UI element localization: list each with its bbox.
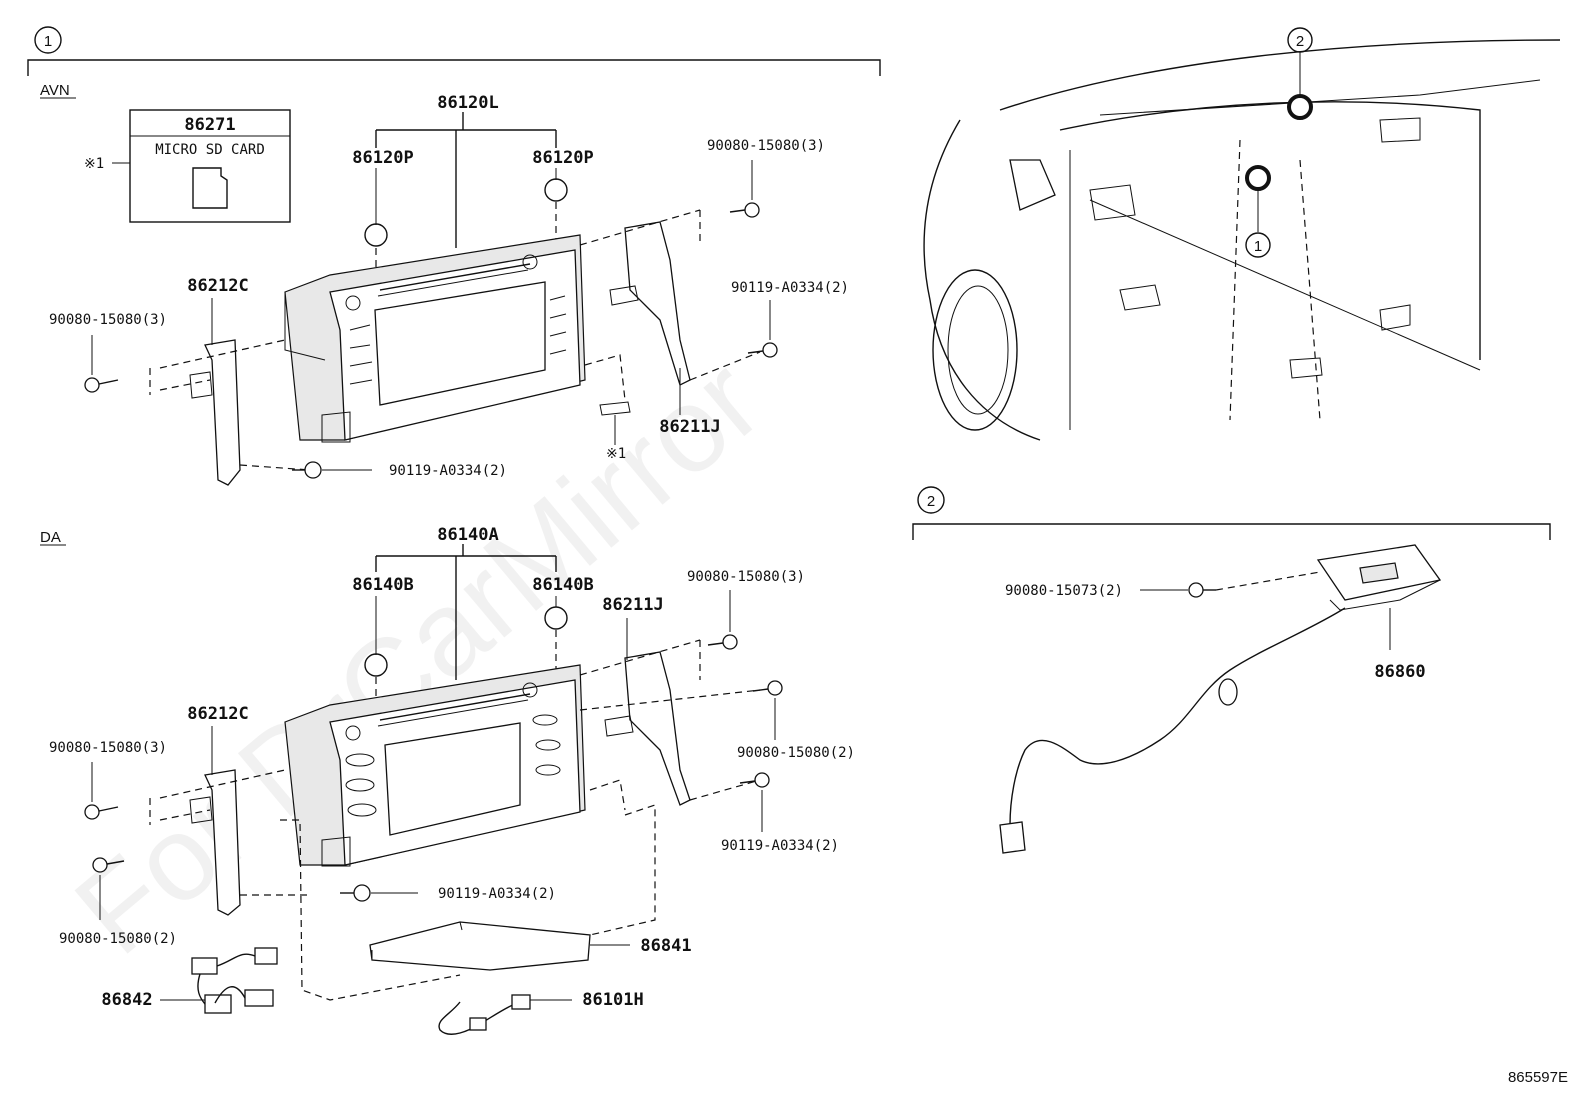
da-screw-right-2: 90119-A0334(2) <box>721 838 839 854</box>
screw-icon <box>84 377 119 393</box>
da-harness-label: 86842 <box>101 990 152 1010</box>
avn-screw-top-right: 90080-15080(3) <box>707 138 825 154</box>
da-bracket-left-label: 86212C <box>187 704 248 724</box>
da-screen <box>384 722 521 836</box>
da-screw-bottom-mid: 90119-A0334(2) <box>438 886 556 902</box>
da-screw-top-right: 90080-15080(3) <box>687 569 805 585</box>
screw-icon <box>92 857 125 873</box>
avn-bracket-left-label: 86212C <box>187 276 248 296</box>
diagram-id: 865597E <box>1508 1069 1568 1086</box>
da-module <box>369 921 591 971</box>
screw-icon <box>707 634 738 650</box>
avn-screen <box>374 281 546 406</box>
da-module-label: 86841 <box>640 936 691 956</box>
sd-card-note-mark: ※1 <box>84 156 104 172</box>
avn-note-mark: ※1 <box>606 446 626 462</box>
avn-screw-bottom: 90119-A0334(2) <box>389 463 507 479</box>
vehicle-callout-1: 1 <box>1254 238 1262 255</box>
da-label: DA <box>40 529 61 546</box>
section-2-number: 2 <box>927 493 935 510</box>
screw-icon <box>1188 582 1216 598</box>
avn-bracket-right <box>624 221 691 386</box>
avn-screw-left: 90080-15080(3) <box>49 312 167 328</box>
section-2: 2 90080-15073(2) 86860 <box>912 486 1551 854</box>
da-assembly: 86140A 86140B 86140B 86212C 86211J <box>49 525 855 1035</box>
section2-screw-label: 90080-15073(2) <box>1005 583 1123 599</box>
unit-location-marker <box>1245 165 1271 191</box>
avn-sd-slot <box>599 401 631 416</box>
avn-label: AVN <box>40 82 70 99</box>
sd-card-icon <box>192 167 228 209</box>
da-screw-left: 90080-15080(3) <box>49 740 167 756</box>
antenna-label: 86860 <box>1374 662 1425 682</box>
avn-assembly: 86120L 86120P 86120P 86212C 86211J <box>49 93 849 486</box>
da-cable-label: 86101H <box>582 990 643 1010</box>
da-knob-left-icon <box>364 653 388 677</box>
avn-knob-left: 86120P <box>352 148 413 168</box>
vehicle-callout-2: 2 <box>1296 33 1304 50</box>
da-screw-bottom-left: 90080-15080(2) <box>59 931 177 947</box>
avn-main-part: 86120L <box>437 93 498 113</box>
sd-card-label: MICRO SD CARD <box>155 142 265 158</box>
section-1-number: 1 <box>44 33 52 50</box>
avn-knob-left-icon <box>364 223 388 247</box>
avn-screw-right: 90119-A0334(2) <box>731 280 849 296</box>
avn-knob-right-icon <box>544 178 568 202</box>
antenna-location-marker <box>1287 94 1313 120</box>
antenna-cable <box>1009 607 1346 826</box>
da-knob-right-icon <box>544 606 568 630</box>
da-bracket-right <box>624 651 691 806</box>
micro-sd-card-box: 86271 MICRO SD CARD ※1 <box>84 109 291 223</box>
avn-knob-right: 86120P <box>532 148 593 168</box>
da-knob-left: 86140B <box>352 575 413 595</box>
screw-icon <box>739 772 770 788</box>
screw-icon <box>340 884 371 902</box>
screw-icon <box>752 680 783 696</box>
section-1-header: 1 <box>27 26 881 76</box>
avn-bracket-right-label: 86211J <box>659 417 720 437</box>
screw-icon <box>292 461 322 479</box>
da-cable <box>438 994 531 1035</box>
da-harness <box>191 947 278 1014</box>
screw-icon <box>729 202 760 218</box>
avn-bracket-left <box>204 339 241 486</box>
da-main-part: 86140A <box>437 525 498 545</box>
da-screw-right-1: 90080-15080(2) <box>737 745 855 761</box>
screw-icon <box>747 342 778 358</box>
vehicle-location-view: 2 1 <box>923 27 1561 441</box>
screw-icon <box>84 804 119 820</box>
da-knob-right: 86140B <box>532 575 593 595</box>
sd-card-part-number: 86271 <box>184 115 235 135</box>
da-bracket-left <box>204 769 241 916</box>
da-bracket-right-label: 86211J <box>602 595 663 615</box>
